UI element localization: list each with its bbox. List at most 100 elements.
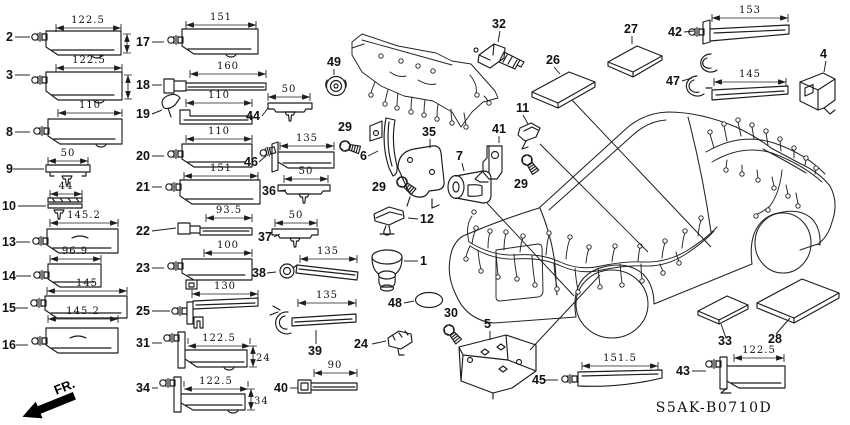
pin-fastener-icon [167, 148, 184, 160]
part-49-label: 49 [327, 55, 341, 69]
part-13-label: 13 [2, 235, 16, 249]
part-2-label: 2 [6, 30, 13, 44]
part-34: 34 122.5 34 [136, 376, 268, 414]
front-wheel [575, 269, 649, 339]
pin-fastener-icon [163, 332, 180, 344]
pin-fastener-icon [31, 74, 48, 86]
part-23: 23 100 [136, 240, 253, 290]
dash-harness [351, 33, 499, 130]
part-21-label: 21 [136, 180, 150, 194]
part-8: 8 110 [6, 100, 123, 148]
svg-text:90: 90 [328, 360, 343, 371]
part-3-dimension: 122.5 [55, 55, 123, 72]
part-23-dimension: 100 [203, 240, 253, 257]
part-20: 20 110 [136, 126, 253, 168]
rear-harness [705, 117, 826, 219]
part-46-label: 46 [244, 155, 258, 169]
part-46-dimension: 135 [279, 133, 335, 150]
part-7: 7 [447, 149, 575, 297]
part-39: 39 135 [269, 290, 357, 358]
part-17-dimension: 151 [185, 12, 257, 29]
svg-text:151: 151 [210, 163, 232, 174]
svg-text:24: 24 [256, 353, 271, 364]
fr-arrow-icon [22, 392, 76, 419]
pin-fastener-icon [171, 305, 188, 317]
part-2: 2 122.5 [6, 15, 131, 59]
part-40: 40 90 [274, 360, 358, 395]
part-41: 41 [474, 122, 506, 183]
svg-text:122.5: 122.5 [71, 15, 105, 26]
svg-text:122.5: 122.5 [742, 345, 776, 356]
part-24: 24 [354, 330, 413, 356]
diagram-code: S5AK-B0710D [656, 400, 772, 416]
push-clip-icon [53, 209, 65, 220]
pin-fastener-icon [31, 31, 48, 43]
part-3-label: 3 [6, 68, 13, 82]
pin-fastener-icon [33, 269, 50, 281]
part-30-label: 30 [444, 306, 458, 320]
part-17: 17 151 [136, 12, 259, 58]
part-21: 21 151 [136, 163, 261, 205]
grommet-icon [371, 249, 403, 292]
svg-text:135: 135 [296, 133, 318, 144]
part-25: 25 130 [136, 281, 259, 329]
part-43: 43 122.5 [676, 345, 786, 394]
part-38: 38 135 [252, 246, 359, 281]
part-10-dimension: 44 [49, 181, 83, 198]
part-31-dimension: 122.5 24 [187, 333, 271, 368]
part-6-label: 6 [360, 149, 367, 163]
bolt-icon [519, 152, 541, 176]
part-6: 6 [360, 117, 398, 177]
part-22: 22 93.5 [136, 205, 253, 238]
svg-text:93.5: 93.5 [216, 205, 242, 216]
part-1: 1 [371, 249, 427, 292]
part-29-label-c: 29 [514, 177, 528, 191]
pin-fastener-icon [31, 335, 48, 347]
part-21-dimension: 151 [183, 163, 259, 180]
pin-fastener-icon [167, 260, 184, 272]
part-39-label: 39 [308, 344, 322, 358]
part-20-label: 20 [136, 149, 150, 163]
svg-text:44: 44 [59, 181, 74, 192]
part-2-dimension: 122.5 [55, 15, 122, 32]
part-49: 49 [325, 55, 347, 97]
part-40-dimension: 90 [313, 360, 358, 377]
svg-text:145.2: 145.2 [67, 210, 101, 221]
svg-text:122.5: 122.5 [199, 376, 233, 387]
part-47-dimension: 145 [713, 69, 787, 86]
rear-wheel [754, 212, 812, 274]
part-30: 30 [441, 306, 464, 346]
part-37-dimension: 50 [274, 210, 318, 227]
car-body [448, 111, 836, 339]
part-25-label: 25 [136, 304, 150, 318]
pin-fastener-icon [165, 181, 182, 193]
part-33: 33 [697, 295, 749, 348]
part-44: 44 50 [246, 84, 313, 123]
part-46: 46 135 [244, 133, 335, 173]
part-43-dimension: 122.5 [733, 345, 785, 362]
part-29-a: 29 [338, 120, 362, 156]
part-32-label: 32 [492, 17, 506, 31]
svg-text:100: 100 [217, 240, 239, 251]
svg-text:110: 110 [79, 100, 101, 111]
part-33-label: 33 [718, 334, 732, 348]
part-41-label: 41 [492, 122, 506, 136]
part-40-label: 40 [274, 381, 288, 395]
part-16-dimension: 145.2 [47, 306, 119, 323]
svg-text:160: 160 [217, 61, 239, 72]
svg-text:110: 110 [208, 90, 230, 101]
part-1-label: 1 [420, 254, 427, 268]
part-15: 15 145 [2, 278, 128, 319]
part-48-label: 48 [388, 296, 402, 310]
push-clip-icon [289, 237, 301, 248]
part-18-dimension: 160 [189, 61, 267, 78]
part-16: 16 145.2 [2, 306, 119, 354]
part-10-label: 10 [2, 199, 16, 213]
pin-fastener-icon [159, 377, 176, 389]
pin-fastener-icon [33, 125, 50, 137]
part-11-label: 11 [516, 101, 529, 115]
part-42: 42 153 [668, 5, 790, 45]
pin-fastener-icon [688, 26, 705, 38]
part-4: 4 [799, 47, 836, 115]
